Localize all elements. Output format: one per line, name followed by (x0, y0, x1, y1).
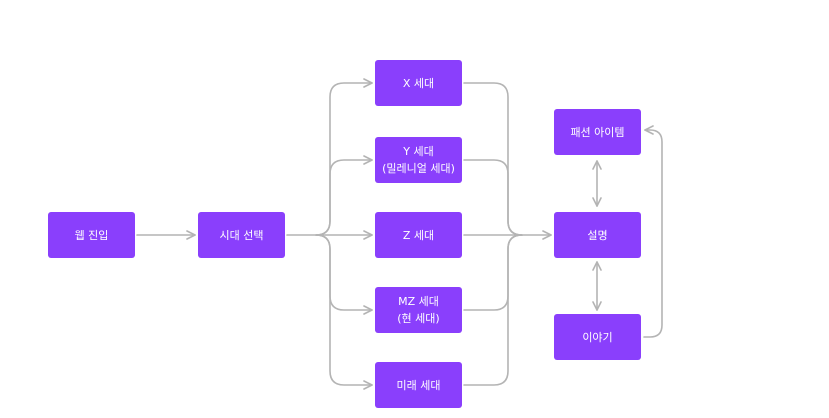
node-gen-z[interactable]: Z 세대 (375, 212, 462, 258)
edge-select-to-mz (315, 234, 373, 315)
node-label: 이야기 (582, 330, 613, 344)
node-fashion-item[interactable]: 패션 아이템 (554, 109, 641, 155)
node-web-entry[interactable]: 웹 진입 (48, 212, 135, 258)
edge-mz-to-desc (463, 234, 523, 311)
node-label: 시대 선택 (219, 228, 264, 242)
edge-select-to-x (315, 78, 373, 236)
node-label: 미래 세대 (396, 378, 441, 392)
node-label: 설명 (587, 228, 608, 242)
edge-select-to-future (315, 234, 373, 390)
edge-x-to-desc (463, 82, 523, 236)
node-label: 웹 진입 (74, 228, 109, 242)
node-label: Z 세대 (402, 228, 435, 242)
node-label: Y 세대 (밀레니얼 세대) (382, 145, 455, 175)
node-description[interactable]: 설명 (554, 212, 641, 258)
node-label: 패션 아이템 (570, 125, 625, 139)
edge-future-to-desc (463, 234, 523, 386)
node-label: X 세대 (402, 76, 435, 90)
edge-select-to-y (315, 155, 373, 236)
node-gen-mz[interactable]: MZ 세대 (현 세대) (375, 287, 462, 333)
node-story[interactable]: 이야기 (554, 314, 641, 360)
edge-story-to-fashion (643, 125, 663, 338)
node-gen-y[interactable]: Y 세대 (밀레니얼 세대) (375, 137, 462, 183)
node-gen-future[interactable]: 미래 세대 (375, 362, 462, 408)
edge-y-to-desc (463, 159, 523, 236)
node-gen-x[interactable]: X 세대 (375, 60, 462, 106)
node-era-select[interactable]: 시대 선택 (198, 212, 285, 258)
node-label: MZ 세대 (현 세대) (397, 295, 440, 325)
